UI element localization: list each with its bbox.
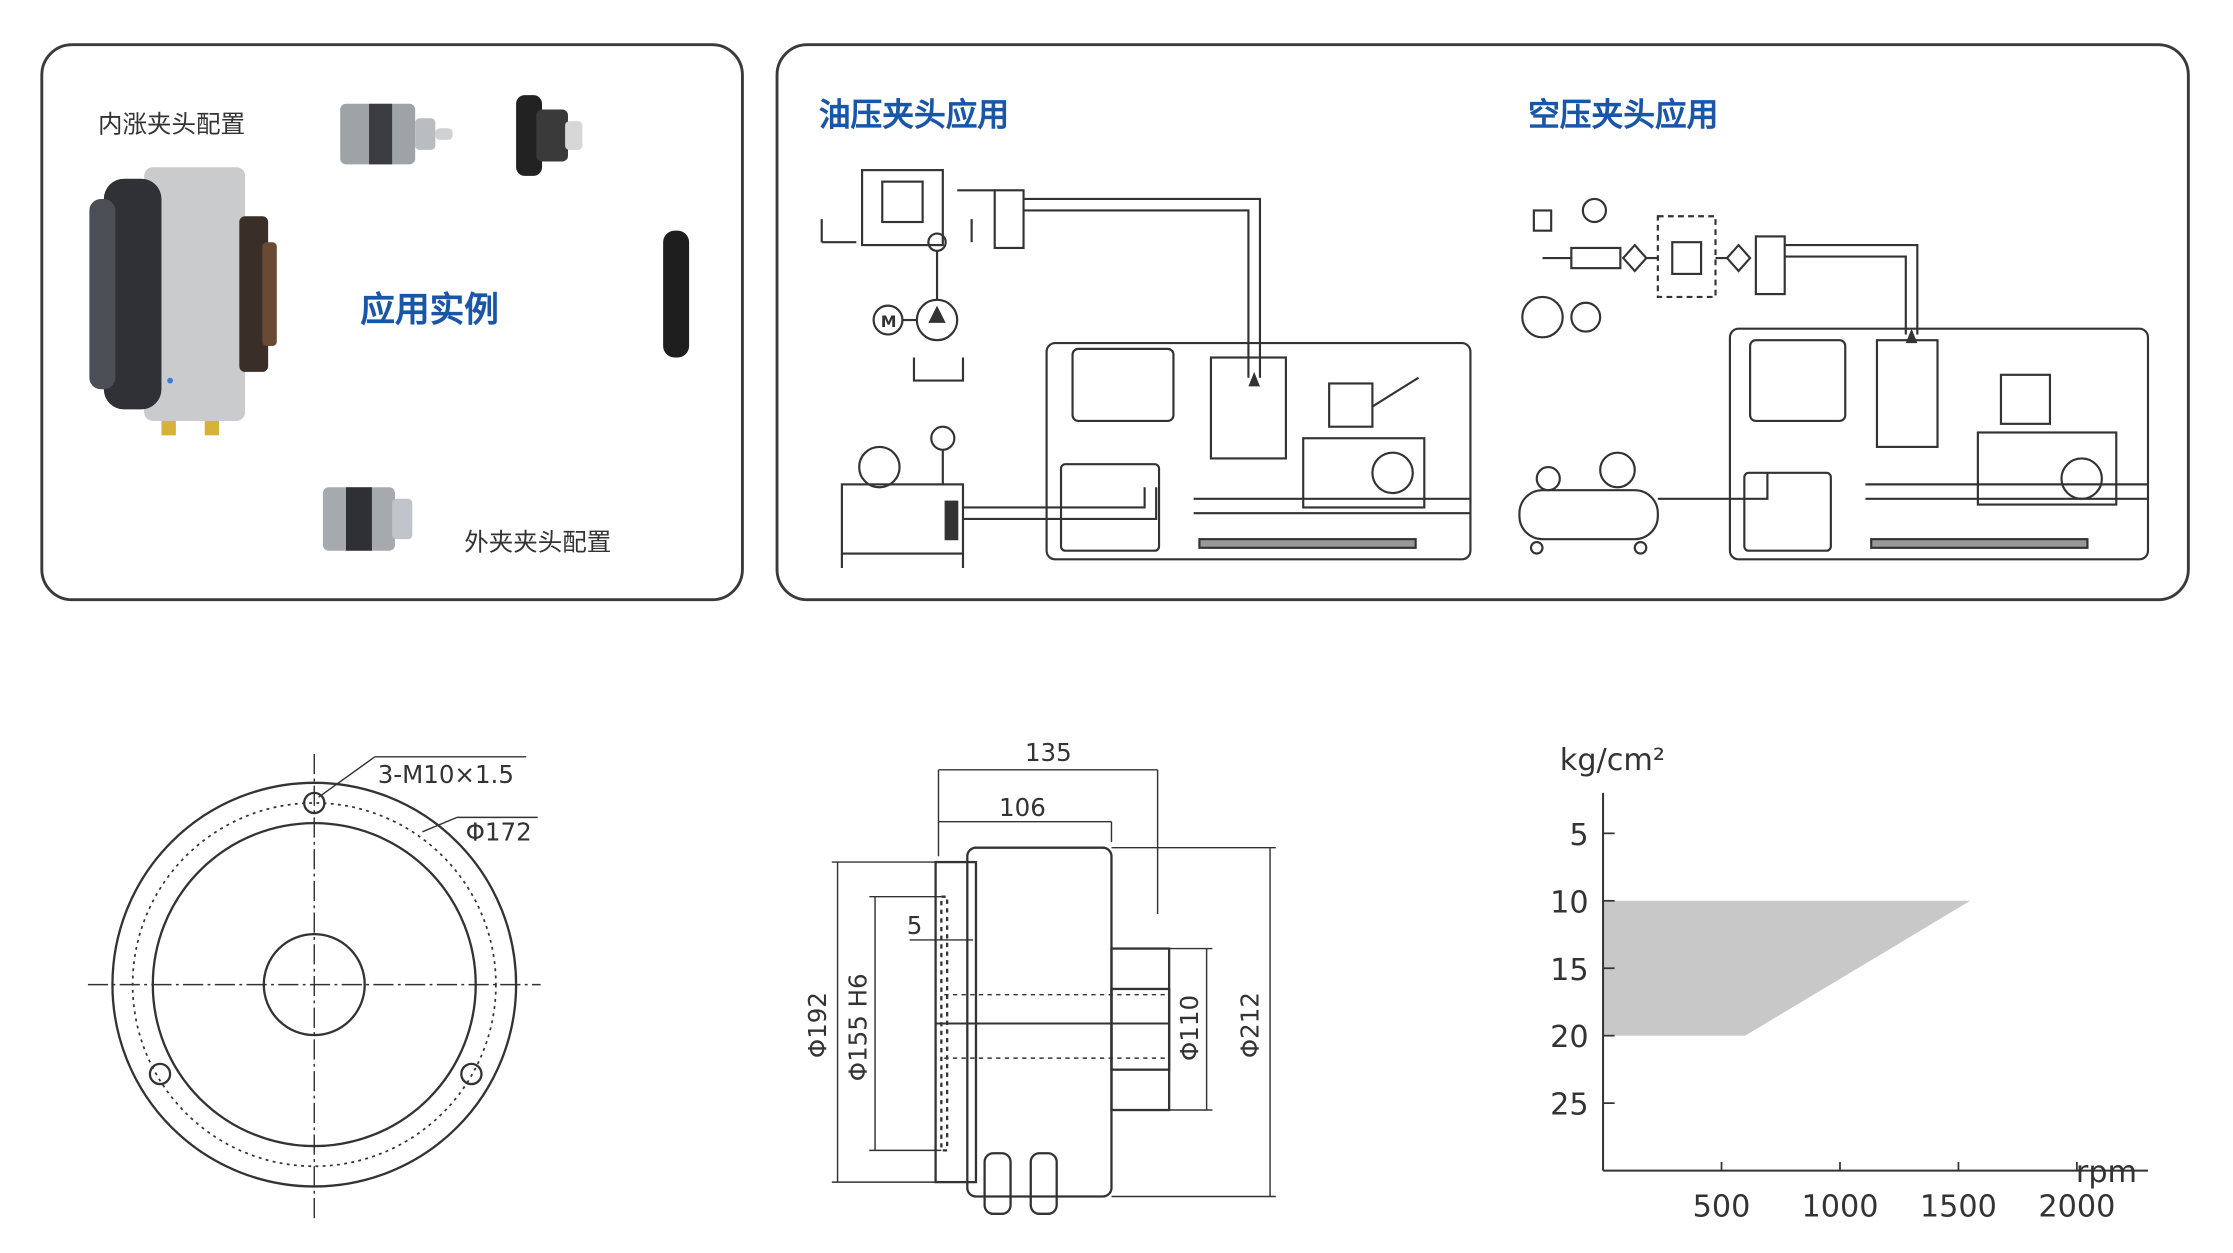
x-tick-label: 1000 (1801, 1190, 1878, 1225)
y-tick-label: 10 (1550, 885, 1589, 920)
x-axis-label: rpm (2076, 1155, 2137, 1190)
dia-outer: Φ192 (803, 992, 832, 1058)
dim-lip: 5 (907, 911, 923, 940)
outer-chuck-image (322, 487, 413, 551)
x-tick-label: 500 (1693, 1190, 1751, 1225)
y-tick-label: 15 (1550, 953, 1589, 988)
dia-flange: Φ212 (1236, 992, 1265, 1058)
piston-disc-image (663, 230, 690, 358)
hydraulic-chuck-title: 油压夹头应用 (818, 98, 1010, 135)
y-axis-label: kg/cm² (1560, 743, 1665, 778)
operating-region (1603, 900, 1971, 1036)
motor-symbol: M (881, 312, 897, 331)
applications-panel: 油压夹头应用 空压夹头应用 (775, 43, 2190, 602)
inner-chuck-back-image (516, 95, 583, 176)
side-view-drawing: 135 106 5 Φ192 Φ155 H6 Φ110 Φ212 (803, 738, 1276, 1215)
dia-shaft: Φ110 (1175, 995, 1204, 1061)
inner-config-label: 内涨夹头配置 (98, 111, 246, 140)
front-view-drawing: 3-M10×1.5 Φ172 (87, 753, 541, 1219)
thread-spec-label: 3-M10×1.5 (378, 760, 514, 789)
pressure-rpm-chart: 5 10 15 20 25 500 1000 1500 2000 kg/cm² rpm (1550, 743, 2148, 1225)
dia-bore: Φ155 H6 (843, 973, 872, 1081)
application-examples-title: 应用实例 (360, 289, 499, 331)
pneumatic-schematic (1518, 197, 2150, 561)
hydraulic-schematic: M (820, 169, 1472, 568)
large-chuck-image (89, 167, 277, 436)
x-tick-label: 1500 (1920, 1190, 1997, 1225)
dim-body-length: 106 (999, 793, 1046, 822)
x-tick-label: 2000 (2038, 1190, 2115, 1225)
y-tick-label: 5 (1569, 818, 1588, 853)
inner-chuck-image (340, 103, 453, 165)
outer-config-label: 外夹夹头配置 (464, 529, 612, 558)
application-examples-panel: 内涨夹头配置 应用实例 外夹夹头配置 (40, 43, 744, 602)
pitch-circle-label: Φ172 (466, 817, 532, 846)
y-tick-label: 25 (1550, 1088, 1589, 1123)
y-tick-label: 20 (1550, 1020, 1589, 1055)
dim-total-length: 135 (1025, 738, 1072, 767)
pneumatic-chuck-title: 空压夹头应用 (1528, 98, 1719, 135)
